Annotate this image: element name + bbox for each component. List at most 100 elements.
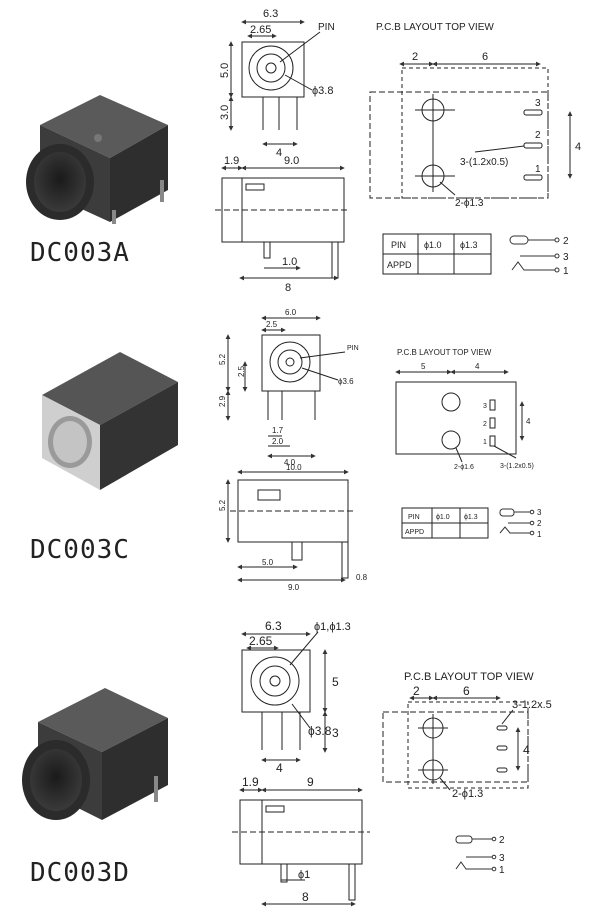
side-view-dc003d xyxy=(232,787,370,907)
pcb-title: P.C.B LAYOUT TOP VIEW xyxy=(404,671,534,683)
dim-height-bottom: 3.0 xyxy=(219,105,231,120)
dim-offset: 2.5 xyxy=(266,320,278,329)
part-dc003c: 6.0 2.5 PIN 5.2 2.5 2.9 1.7 2.0 4.0 ϕ3.6… xyxy=(42,308,542,592)
dim-pitch-c: 4.0 xyxy=(284,458,296,467)
pcb-dim-c: 4 xyxy=(523,743,530,757)
dim-pin-width: ϕ1 xyxy=(298,869,310,881)
pcb-layout-dc003a xyxy=(369,61,573,199)
dim-total-len: 9.0 xyxy=(288,583,300,592)
dim-pin-pos: 5.0 xyxy=(262,558,274,567)
pcb-dim-b: 6 xyxy=(463,684,470,698)
pcb-dim-c: 4 xyxy=(526,417,531,426)
table-head-d2: ϕ1.3 xyxy=(460,240,478,250)
pcb-dim-b: 4 xyxy=(475,362,480,371)
pcb-dim-a: 2 xyxy=(412,51,418,63)
schematic-pin-a: 2 xyxy=(499,835,505,846)
part-name-dc003d: DC003D xyxy=(30,858,130,888)
pin-label: ϕ1,ϕ1.3 xyxy=(314,621,351,633)
dim-height: 5.2 xyxy=(218,499,227,511)
dim-width: 6.3 xyxy=(265,619,282,633)
pin-table-dc003a xyxy=(382,233,492,275)
pcb-layout-dc003d xyxy=(382,695,529,791)
table-appd: APPD xyxy=(387,260,412,270)
part-dc003d: 6.3 2.65 ϕ1,ϕ1.3 5 3 4 ϕ3.8 1.9 9 ϕ1 8 P… xyxy=(22,619,552,907)
dim-height-top: 5.2 xyxy=(218,353,227,365)
schematic-pin-a: 3 xyxy=(537,508,542,517)
table-head-d1: ϕ1.0 xyxy=(436,514,450,521)
pcb-dim-a: 2 xyxy=(413,684,420,698)
dim-hole-dia: ϕ3.6 xyxy=(338,377,354,386)
product-photo-dc003c xyxy=(42,352,178,490)
part-name-dc003c: DC003C xyxy=(30,535,130,565)
dim-height-bottom: 3 xyxy=(332,726,339,740)
dim-offset: 2.65 xyxy=(250,24,271,36)
dim-pitch-a: 1.7 xyxy=(272,426,284,435)
pcb-dim-a: 5 xyxy=(421,362,426,371)
product-photo-dc003d xyxy=(22,688,168,820)
dim-pin-pitch: 4 xyxy=(276,147,282,159)
part-dc003a: 6.3 2.65 PIN 5.0 3.0 4 ϕ3.8 1.9 9.0 1.0 … xyxy=(26,8,581,294)
dim-front-len: 1.9 xyxy=(224,155,239,167)
dim-width: 6.3 xyxy=(263,8,278,20)
dim-offset: 2.65 xyxy=(249,634,273,648)
schematic-pin-b: 3 xyxy=(499,853,505,864)
dim-pin-pitch: 4 xyxy=(276,761,283,775)
part-name-dc003a: DC003A xyxy=(30,238,130,268)
side-view-dc003a xyxy=(215,165,350,281)
front-view-dc003c xyxy=(225,315,346,459)
dim-height-top: 5.0 xyxy=(219,63,231,78)
dim-height-bottom: 2.9 xyxy=(218,395,227,407)
dim-height-mid: 2.5 xyxy=(237,365,246,377)
schematic-dc003d xyxy=(455,835,497,872)
pcb-pin-3: 3 xyxy=(483,403,487,410)
dim-body-len: 9 xyxy=(307,775,314,789)
pin-label: PIN xyxy=(347,345,359,352)
dim-width: 6.0 xyxy=(285,308,297,317)
front-view-dc003a xyxy=(228,19,321,147)
schematic-dc003c xyxy=(499,508,535,536)
schematic-pin-b: 3 xyxy=(563,252,569,263)
pin-label: PIN xyxy=(318,22,335,33)
pcb-pin-2: 2 xyxy=(483,421,487,428)
dim-hole-dia: ϕ3.8 xyxy=(308,724,332,738)
schematic-pin-b: 2 xyxy=(537,519,542,528)
pcb-layout-dc003c xyxy=(395,369,525,463)
pcb-hole-label: 2-ϕ1.6 xyxy=(454,464,474,471)
schematic-pin-c: 1 xyxy=(499,865,505,876)
pcb-pin-1: 1 xyxy=(535,164,541,175)
schematic-pin-c: 1 xyxy=(537,530,542,539)
schematic-dc003a xyxy=(509,235,560,273)
pcb-title: P.C.B LAYOUT TOP VIEW xyxy=(397,348,492,357)
dim-height-top: 5 xyxy=(332,675,339,689)
dim-front-len: 1.9 xyxy=(242,775,259,789)
pcb-title: P.C.B LAYOUT TOP VIEW xyxy=(376,22,494,33)
dim-hole-dia: ϕ3.8 xyxy=(312,85,333,97)
pcb-dim-c: 4 xyxy=(575,141,581,153)
pcb-pin-1: 1 xyxy=(483,439,487,446)
table-head-d1: ϕ1.0 xyxy=(424,240,442,250)
pcb-dim-b: 6 xyxy=(482,51,488,63)
table-head-d2: ϕ1.3 xyxy=(464,514,478,521)
pin-table-dc003c xyxy=(401,507,489,539)
dim-pin-width: 0.8 xyxy=(356,573,368,582)
dim-body-len: 10.0 xyxy=(286,463,302,472)
dim-total-len: 8 xyxy=(302,890,309,904)
dim-pin-width: 1.0 xyxy=(282,256,297,268)
table-appd: APPD xyxy=(405,529,424,536)
pcb-slot-label: 3-(1.2x0.5) xyxy=(500,463,534,470)
pcb-hole-label: 2-ϕ1.3 xyxy=(452,788,483,800)
schematic-pin-c: 1 xyxy=(563,266,569,277)
table-head-pin: PIN xyxy=(408,514,420,521)
dim-total-len: 8 xyxy=(285,282,291,294)
table-head-pin: PIN xyxy=(391,240,406,250)
side-view-dc003c xyxy=(225,469,355,583)
front-view-dc003d xyxy=(241,631,328,763)
dim-pitch-b: 2.0 xyxy=(272,437,284,446)
schematic-pin-a: 2 xyxy=(563,236,569,247)
dim-body-len: 9.0 xyxy=(284,155,299,167)
product-photo-dc003a xyxy=(26,95,168,224)
pcb-pin-3: 3 xyxy=(535,98,541,109)
pcb-slot-label: 3-(1.2x0.5) xyxy=(460,157,508,168)
